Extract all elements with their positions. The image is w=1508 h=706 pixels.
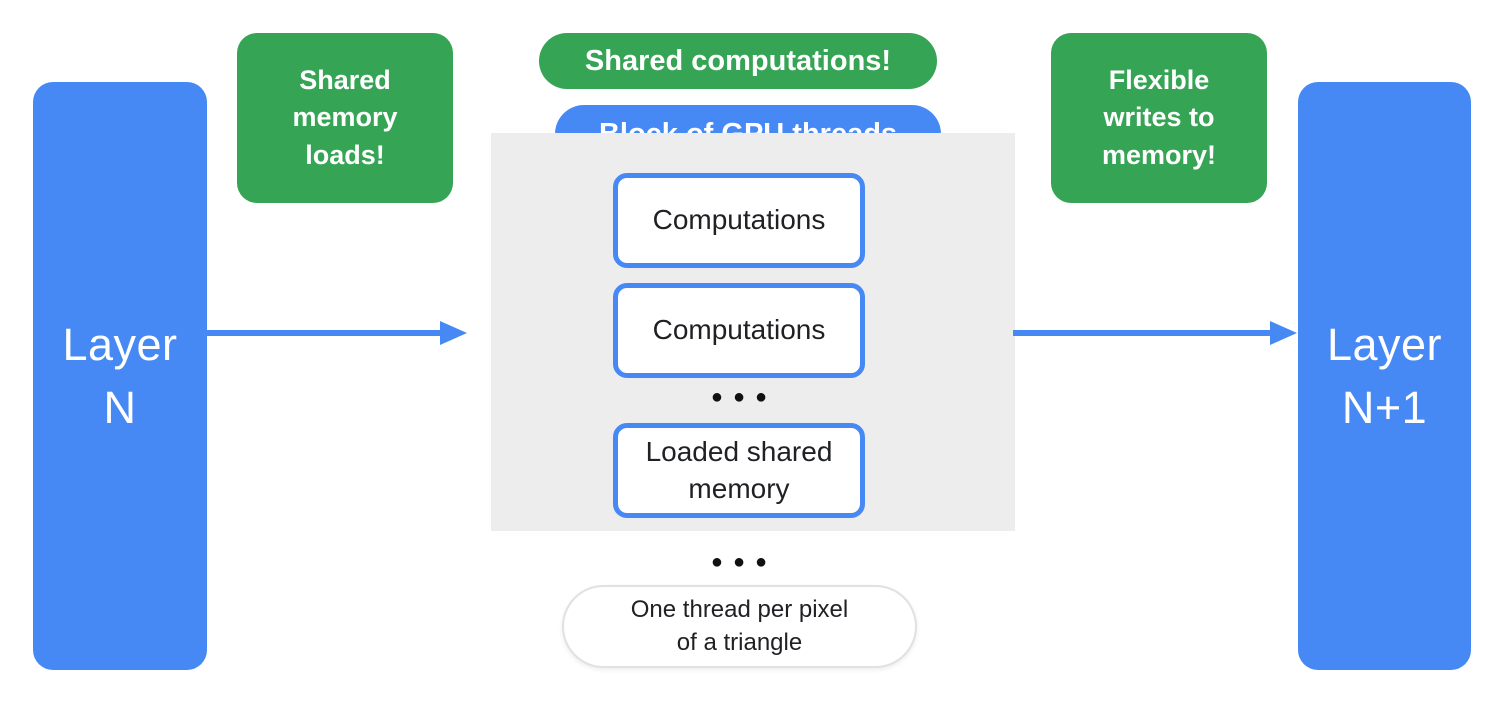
- arrow-shaft: [1013, 330, 1271, 336]
- note-shared-memory-loads: Shared memory loads!: [237, 33, 453, 203]
- note-flexible-writes: Flexible writes to memory!: [1051, 33, 1267, 203]
- layer-n-plus-1-label: Layer N+1: [1326, 319, 1443, 433]
- ellipsis-dots-outer: ●●●: [710, 551, 778, 573]
- arrow-head-icon: [440, 321, 467, 345]
- arrow-head-icon: [1270, 321, 1297, 345]
- footnote-one-thread-per-pixel: One thread per pixel of a triangle: [562, 585, 917, 668]
- layer-n-box: Layer N: [33, 82, 207, 670]
- arrow-shaft: [206, 330, 441, 336]
- layer-n-label: Layer N: [62, 319, 178, 433]
- note-shared-computations: Shared computations!: [539, 33, 937, 89]
- loaded-shared-memory-box: Loaded shared memory: [613, 423, 865, 518]
- computations-box-2: Computations: [613, 283, 865, 378]
- layer-n-plus-1-box: Layer N+1: [1298, 82, 1471, 670]
- ellipsis-dots-inner: ●●●: [710, 386, 778, 408]
- gpu-thread-block: Computations Computations ●●● Loaded sha…: [491, 133, 1015, 531]
- computations-box-1: Computations: [613, 173, 865, 268]
